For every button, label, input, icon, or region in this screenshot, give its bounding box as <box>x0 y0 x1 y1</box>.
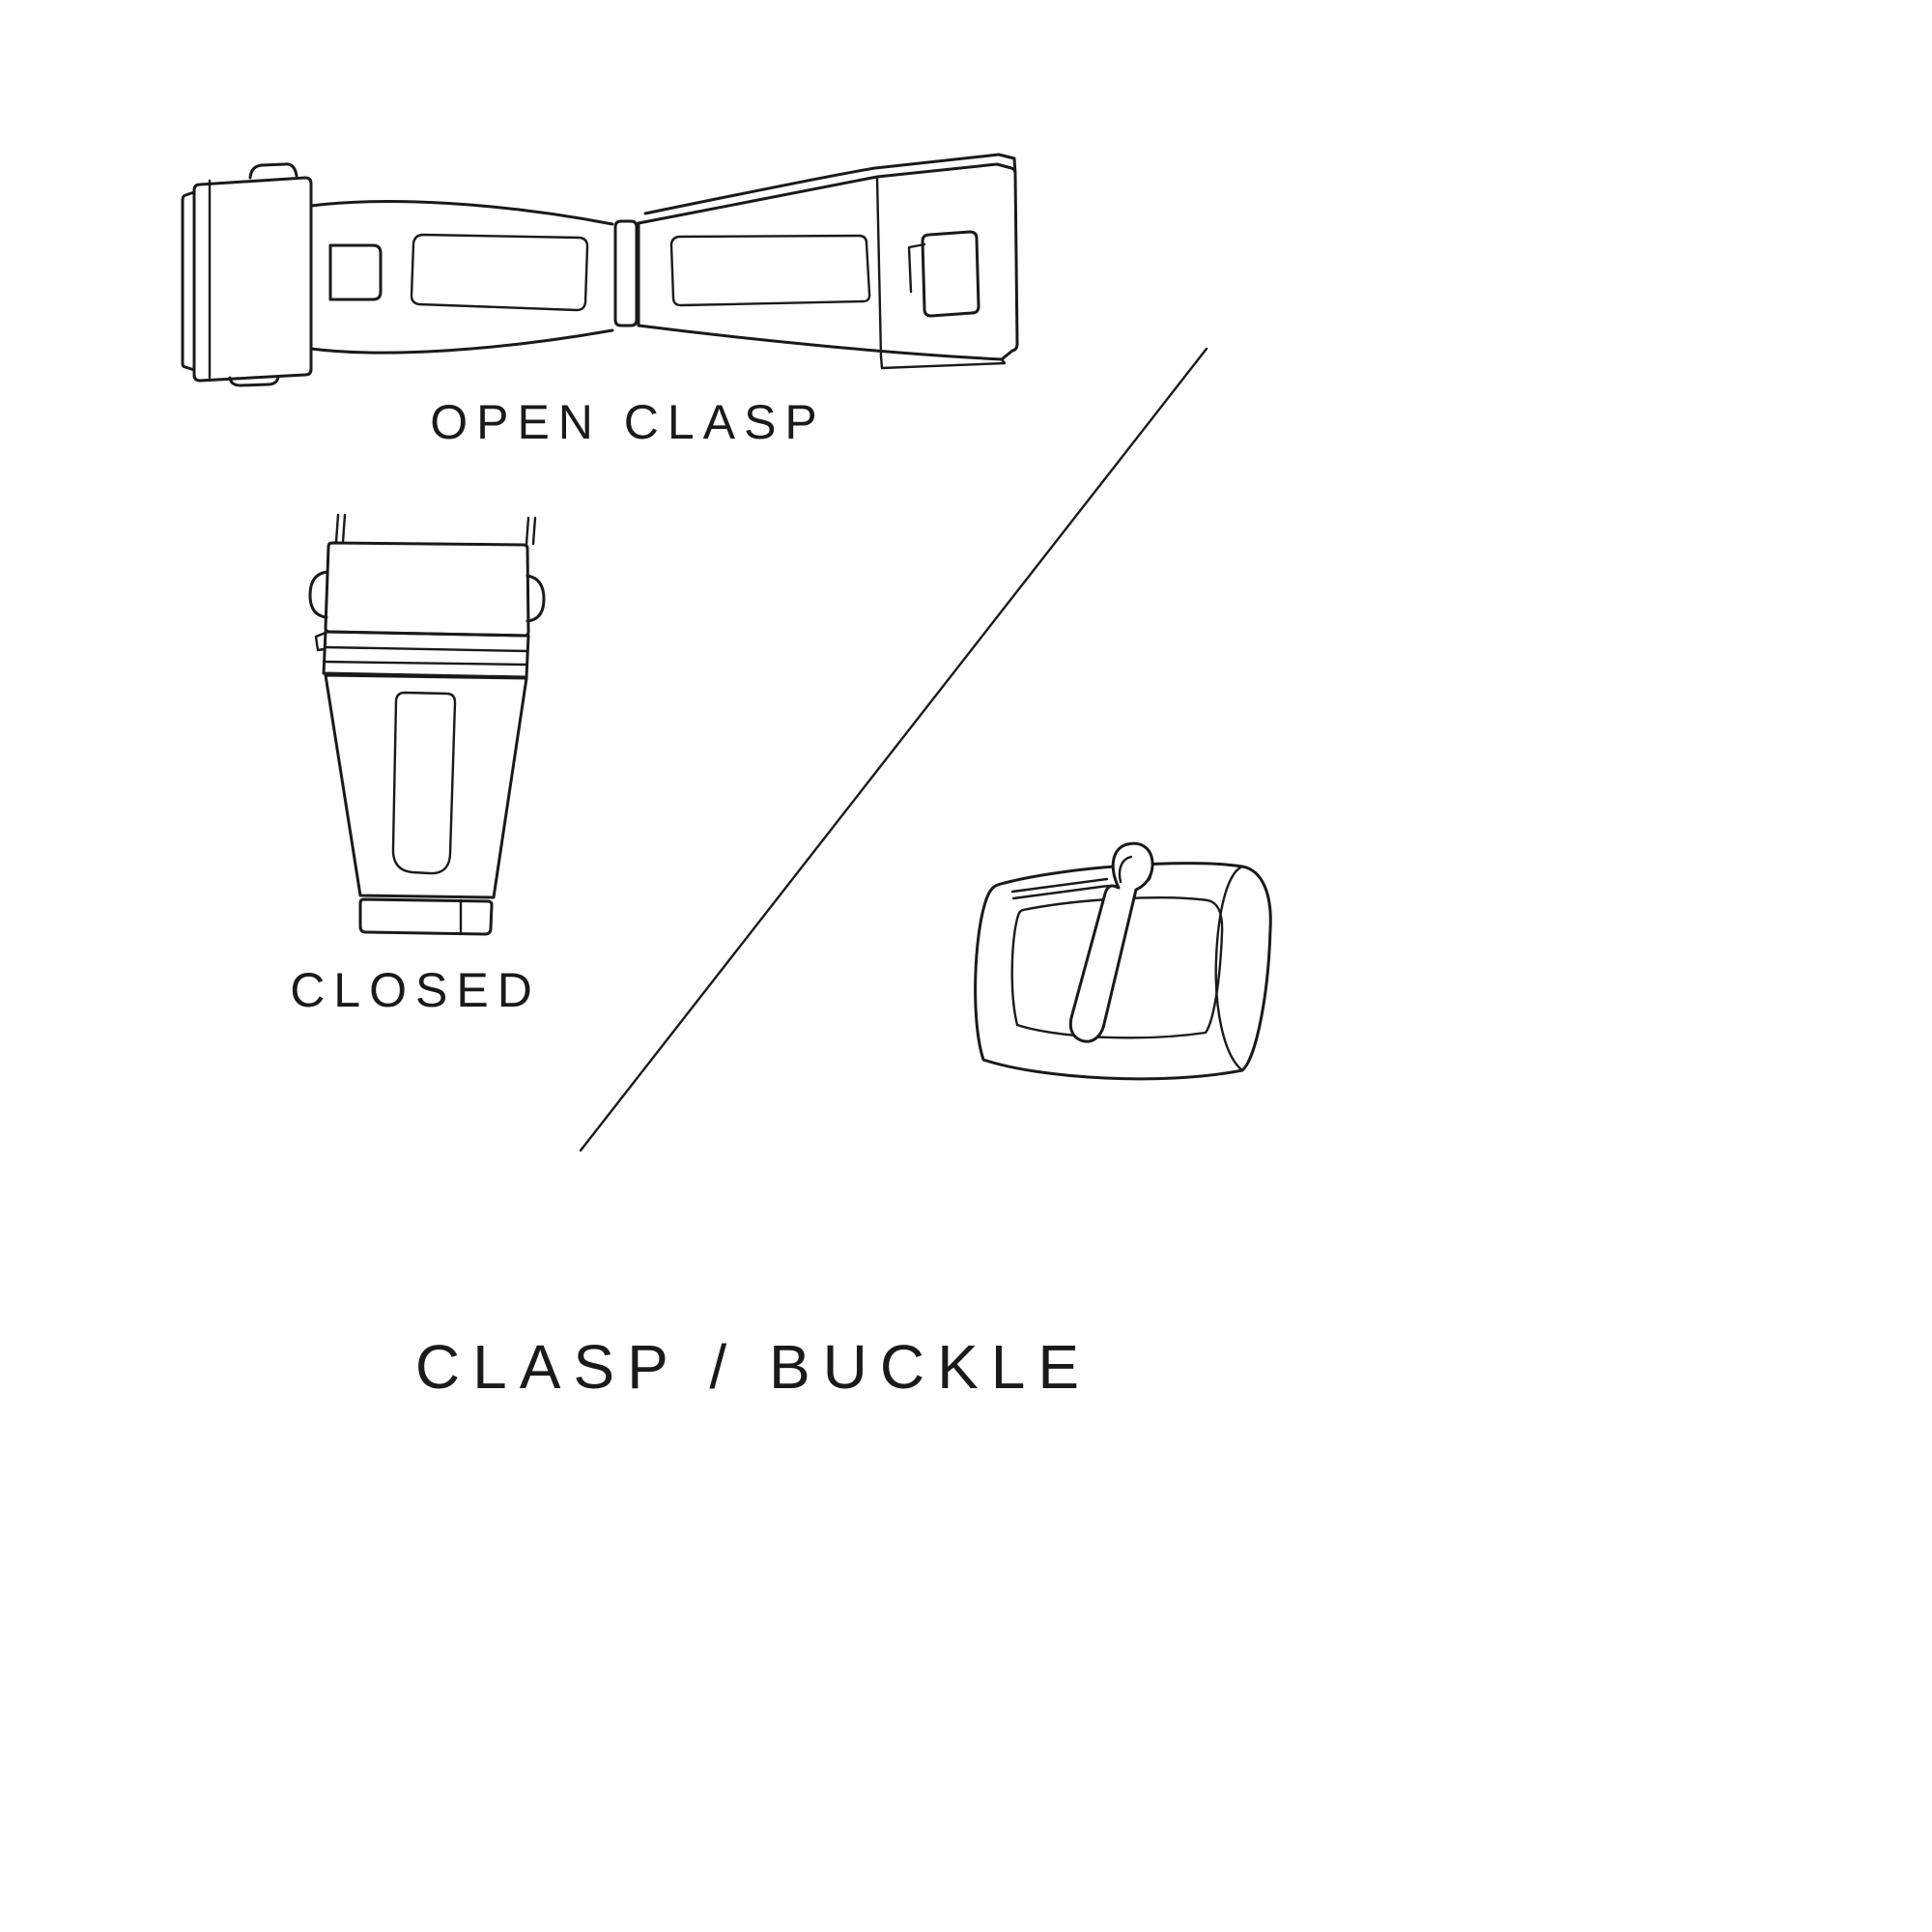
closed-clasp-illustration <box>308 513 546 936</box>
buckle-illustration <box>974 841 1272 1081</box>
open-clasp-illustration <box>181 153 1019 387</box>
open-clasp-label: OPEN CLASP <box>430 395 826 449</box>
diagonal-divider-line <box>579 347 1208 1152</box>
closed-clasp-label: CLOSED <box>290 963 541 1017</box>
page-title: CLASP / BUCKLE <box>414 1332 1093 1402</box>
